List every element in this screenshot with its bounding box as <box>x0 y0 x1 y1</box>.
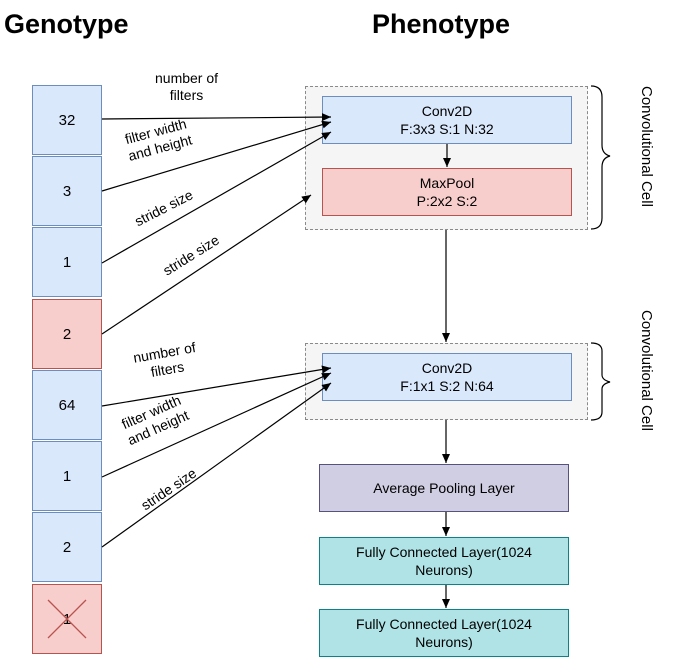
arrow-stride-1 <box>101 131 332 264</box>
arrow-size-2 <box>101 372 332 478</box>
fc2-line-1: Fully Connected Layer(1024 <box>356 616 532 632</box>
label-line: number of <box>155 70 219 86</box>
fc1-line-1: Fully Connected Layer(1024 <box>356 544 532 560</box>
maxpool-params: P:2x2 S:2 <box>416 193 478 209</box>
gene-filter-size-1: 1 <box>32 441 102 511</box>
cell-2-brace <box>590 342 611 421</box>
conv2d-2-params: F:1x1 S:2 N:64 <box>400 378 494 394</box>
fc2-line-2: Neurons) <box>415 634 473 650</box>
fc1-line-2: Neurons) <box>415 562 473 578</box>
average-pooling-label: Average Pooling Layer <box>373 480 515 496</box>
gene-filters-32: 32 <box>32 85 102 155</box>
conv2d-2-title: Conv2D <box>421 360 473 376</box>
conv2d-node-1: Conv2D F:3x3 S:1 N:32 <box>322 96 572 144</box>
gene-stride-2: 2 <box>32 512 102 582</box>
arrow-filters-1 <box>101 113 332 122</box>
label-line: filters <box>169 87 204 103</box>
average-pooling-node: Average Pooling Layer <box>319 464 569 512</box>
gene-stride-1: 1 <box>32 227 102 297</box>
fully-connected-node-2: Fully Connected Layer(1024 Neurons) <box>319 609 569 657</box>
conv2d-1-title: Conv2D <box>421 103 473 119</box>
convolutional-cell-label-1: Convolutional Cell <box>638 86 655 207</box>
cell-1-brace <box>590 85 611 230</box>
maxpool-node: MaxPool P:2x2 S:2 <box>322 168 572 216</box>
conv2d-1-params: F:3x3 S:1 N:32 <box>400 121 494 137</box>
maxpool-title: MaxPool <box>419 175 475 191</box>
arrow-filters-2 <box>101 365 332 407</box>
arrow-pool-stride <box>101 194 312 335</box>
label-number-of-filters-1: number of filters <box>155 70 218 104</box>
fully-connected-node-1: Fully Connected Layer(1024 Neurons) <box>319 537 569 585</box>
gene-filter-size-3: 3 <box>32 156 102 226</box>
arrow-stride-2 <box>101 382 332 548</box>
arrow-size-1 <box>101 120 332 192</box>
gene-pool-stride-2: 2 <box>32 299 102 369</box>
conv2d-node-2: Conv2D F:1x1 S:2 N:64 <box>322 353 572 401</box>
gene-filters-64: 64 <box>32 370 102 440</box>
phenotype-heading: Phenotype <box>372 9 511 39</box>
gene-disabled-cross-b <box>47 599 87 639</box>
genotype-heading: Genotype <box>4 9 129 39</box>
convolutional-cell-label-2: Convolutional Cell <box>638 310 655 431</box>
